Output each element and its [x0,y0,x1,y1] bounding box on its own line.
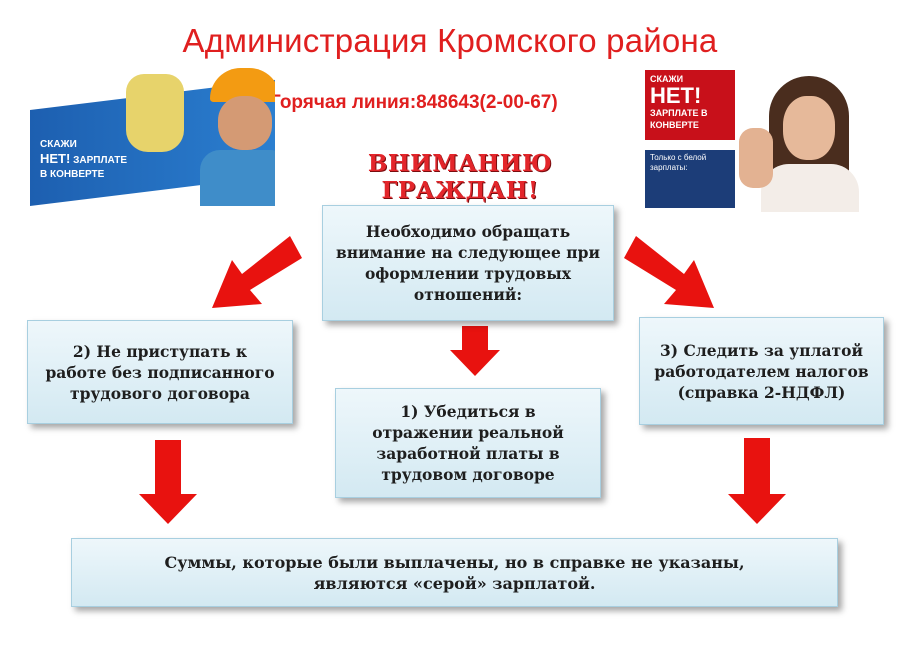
arrow-down-right-long [728,438,786,524]
left-banner-line1: СКАЖИ [40,139,77,150]
left-banner-image: СКАЖИ НЕТ! ЗАРПЛАТЕ В КОНВЕРТЕ [30,68,275,206]
step1-line-4: трудовом договоре [381,465,555,484]
step2-line-3: трудового договора [70,383,250,403]
woman-hand-graphic [739,128,773,188]
step1-line-3: заработной платы в [376,444,560,463]
right-banner-bluebox: Только с белой зарплаты: [645,150,735,208]
info-box-main: Необходимо обращать внимание на следующе… [322,205,614,321]
right-banner-line1: СКАЖИ [650,74,684,84]
info-box-conclusion: Суммы, которые были выплачены, но в спра… [71,538,838,607]
hotline-text: Горячая линия:848643(2-00-67) [270,92,558,113]
left-banner-line2: НЕТ! [40,151,71,166]
info-box-step-2: 2) Не приступать к работе без подписанно… [27,320,293,424]
worker-glove-graphic [126,74,184,152]
main-line-1: Необходимо обращать [365,222,571,241]
attention-heading: ВНИМАНИЮ ГРАЖДАН! [367,150,553,204]
conclusion-line-1: Суммы, которые были выплачены, но в спра… [164,552,745,572]
main-line-3: оформлении трудовых [364,264,572,283]
step3-line-3: (справка 2-НДФЛ) [677,382,846,402]
step1-line-1: 1) Убедиться в [400,402,536,421]
right-banner-image: СКАЖИ НЕТ! ЗАРПЛАТЕ В КОНВЕРТЕ Только с … [643,68,861,212]
step2-line-1: 2) Не приступать к [72,341,248,361]
right-banner-redbox: СКАЖИ НЕТ! ЗАРПЛАТЕ В КОНВЕРТЕ [645,70,735,140]
right-banner-line2: НЕТ! [650,83,702,108]
info-box-step-1: 1) Убедиться в отражении реальной зарабо… [335,388,601,498]
right-banner-line3: ЗАРПЛАТЕ В [650,108,708,118]
left-banner-line3: ЗАРПЛАТЕ [73,155,127,166]
main-line-2: внимание на следующее при [336,243,600,262]
step3-line-1: 3) Следить за уплатой [659,340,863,360]
arrow-down-center [450,326,500,376]
woman-face-graphic [783,96,835,160]
conclusion-line-2: являются «серой» зарплатой. [313,573,596,593]
worker-body-graphic [200,150,275,206]
info-box-step-3: 3) Следить за уплатой работодателем нало… [639,317,884,425]
right-banner-line5: Только с белой зарплаты: [650,153,707,172]
step3-line-2: работодателем налогов [654,361,869,381]
worker-head-graphic [218,96,272,150]
page-title: Администрация Кромского района [182,22,718,59]
left-banner-line4: В КОНВЕРТЕ [40,169,105,180]
arrow-down-right [624,236,714,308]
step2-line-2: работе без подписанного [45,362,275,382]
arrow-down-left [212,236,302,308]
step1-line-2: отражении реальной [372,423,564,442]
main-line-4: отношений: [413,285,523,304]
left-banner-text: СКАЖИ НЕТ! ЗАРПЛАТЕ В КОНВЕРТЕ [40,138,127,182]
right-banner-line4: КОНВЕРТЕ [650,120,699,130]
arrow-down-left-long [139,440,197,524]
woman-body-graphic [761,164,859,212]
